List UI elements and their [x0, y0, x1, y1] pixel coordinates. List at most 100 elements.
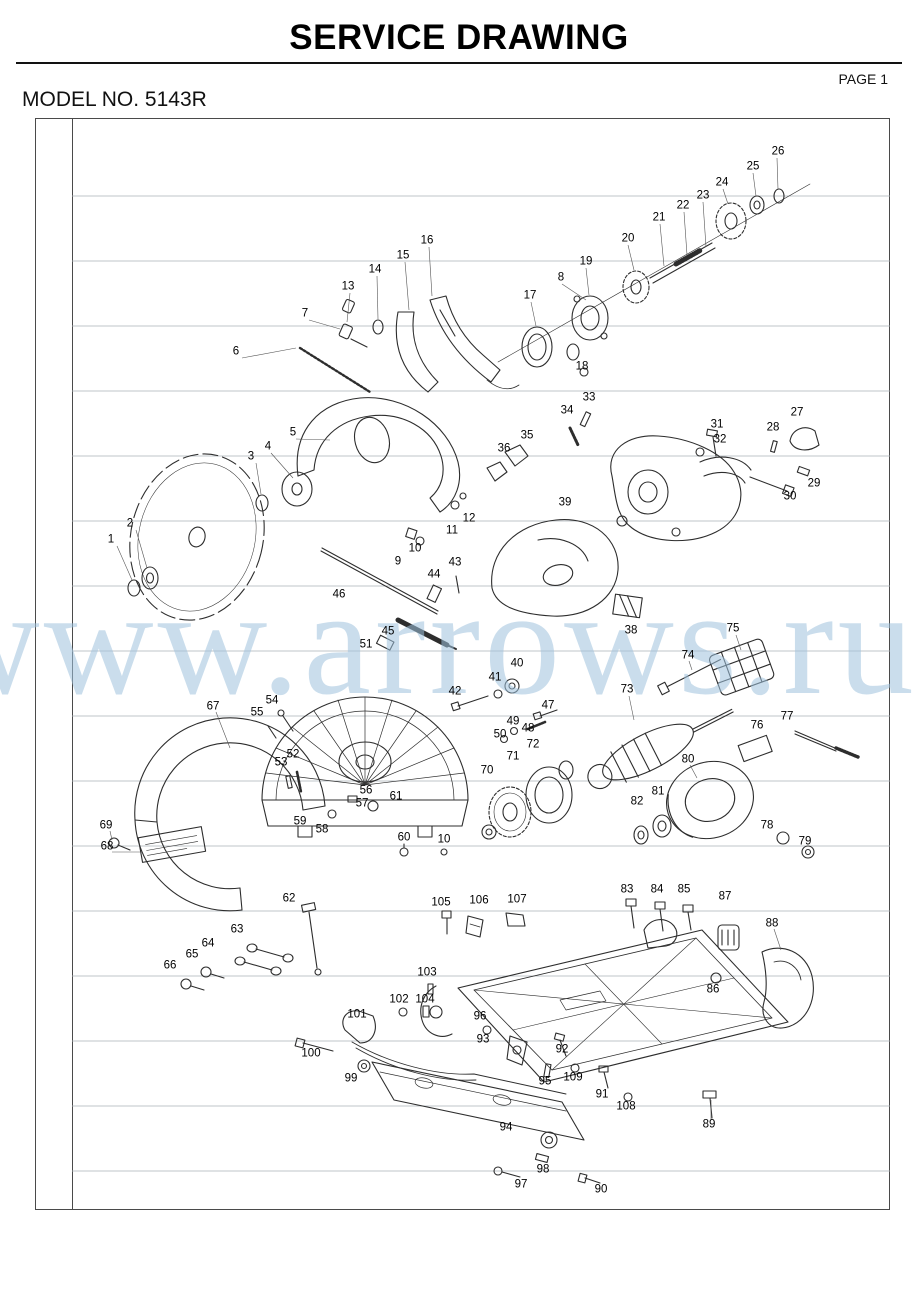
page-number-label: PAGE 1: [838, 71, 888, 87]
step-guide-lines: [72, 195, 890, 1172]
part-number-label: 80: [681, 753, 695, 766]
part-number-label: 52: [286, 748, 300, 761]
part-number-label: 81: [651, 785, 665, 798]
part-number-label: 17: [523, 289, 537, 302]
page-title: SERVICE DRAWING: [289, 18, 629, 57]
part-number-label: 65: [185, 948, 199, 961]
part-number-label: 33: [582, 391, 596, 404]
part-number-label: 92: [555, 1043, 569, 1056]
model-number-label: MODEL NO. 5143R: [22, 88, 207, 111]
part-number-label: 39: [558, 496, 572, 509]
part-number-label: 64: [201, 937, 215, 950]
part-number-label: 108: [616, 1100, 636, 1113]
part-number-label: 90: [594, 1183, 608, 1196]
part-number-label: 100: [301, 1047, 321, 1060]
part-number-label: 55: [250, 706, 264, 719]
part-number-label: 76: [750, 719, 764, 732]
part-number-label: 47: [541, 699, 555, 712]
part-number-label: 73: [620, 683, 634, 696]
part-number-label: 86: [706, 983, 720, 996]
part-number-label: 20: [621, 232, 635, 245]
part-number-label: 32: [713, 433, 727, 446]
part-number-label: 88: [765, 917, 779, 930]
part-number-label: 60: [397, 831, 411, 844]
part-number-label: 67: [206, 700, 220, 713]
part-number-label: 36: [497, 442, 511, 455]
part-number-label: 78: [760, 819, 774, 832]
part-number-label: 50: [493, 728, 507, 741]
part-number-label: 11: [446, 524, 458, 537]
part-number-label: 29: [807, 477, 821, 490]
part-number-label: 34: [560, 404, 574, 417]
part-number-label: 105: [431, 896, 451, 909]
part-number-label: 103: [417, 966, 437, 979]
part-number-label: 77: [780, 710, 794, 723]
part-number-label: 51: [359, 638, 373, 651]
drawing-frame: [35, 118, 890, 1210]
part-number-label: 93: [476, 1033, 490, 1046]
part-number-label: 5: [289, 426, 297, 439]
part-number-label: 24: [715, 176, 729, 189]
part-number-label: 38: [624, 624, 638, 637]
part-number-label: 45: [381, 625, 395, 638]
part-number-label: 74: [681, 649, 695, 662]
part-number-label: 16: [420, 234, 434, 247]
part-number-label: 31: [710, 418, 724, 431]
part-number-label: 12: [462, 512, 476, 525]
part-number-label: 56: [359, 784, 373, 797]
part-number-label: 69: [99, 819, 113, 832]
part-number-label: 49: [506, 715, 520, 728]
part-number-label: 82: [630, 795, 644, 808]
part-number-label: 61: [389, 790, 403, 803]
part-number-label: 2: [126, 517, 134, 530]
part-number-label: 10: [408, 542, 422, 555]
part-number-label: 22: [676, 199, 690, 212]
part-number-label: 99: [344, 1072, 358, 1085]
part-number-label: 94: [499, 1121, 513, 1134]
part-number-label: 101: [347, 1008, 367, 1021]
part-number-label: 95: [538, 1075, 552, 1088]
part-number-label: 41: [488, 671, 502, 684]
part-number-label: 48: [521, 722, 535, 735]
part-number-label: 96: [473, 1010, 487, 1023]
part-number-label: 66: [163, 959, 177, 972]
part-number-label: 40: [510, 657, 524, 670]
title-divider: [16, 62, 902, 64]
part-number-label: 54: [265, 694, 279, 707]
part-number-label: 7: [301, 307, 309, 320]
part-number-label: 71: [506, 750, 520, 763]
part-number-label: 83: [620, 883, 634, 896]
part-number-label: 106: [469, 894, 489, 907]
part-number-label: 28: [766, 421, 780, 434]
part-number-label: 27: [790, 406, 804, 419]
part-number-label: 91: [595, 1088, 609, 1101]
part-number-label: 107: [507, 893, 527, 906]
part-number-label: 25: [746, 160, 760, 173]
part-number-label: 9: [394, 555, 402, 568]
leader-lines: [109, 157, 782, 1120]
part-number-label: 13: [341, 280, 355, 293]
part-number-label: 109: [563, 1071, 583, 1084]
part-number-label: 1: [107, 533, 115, 546]
part-number-label: 53: [274, 756, 288, 769]
part-number-label: 89: [702, 1118, 716, 1131]
part-number-label: 62: [282, 892, 296, 905]
part-number-label: 70: [480, 764, 494, 777]
part-number-label: 63: [230, 923, 244, 936]
part-number-label: 79: [798, 835, 812, 848]
part-number-label: 85: [677, 883, 691, 896]
part-number-label: 8: [557, 271, 565, 284]
part-number-label: 75: [726, 622, 740, 635]
part-number-label: 10: [437, 833, 451, 846]
part-number-label: 104: [415, 993, 435, 1006]
part-number-label: 97: [514, 1178, 528, 1191]
part-number-label: 4: [264, 440, 272, 453]
part-number-label: 23: [696, 189, 710, 202]
part-number-label: 87: [718, 890, 732, 903]
part-number-label: 26: [771, 145, 785, 158]
part-number-label: 42: [448, 685, 462, 698]
